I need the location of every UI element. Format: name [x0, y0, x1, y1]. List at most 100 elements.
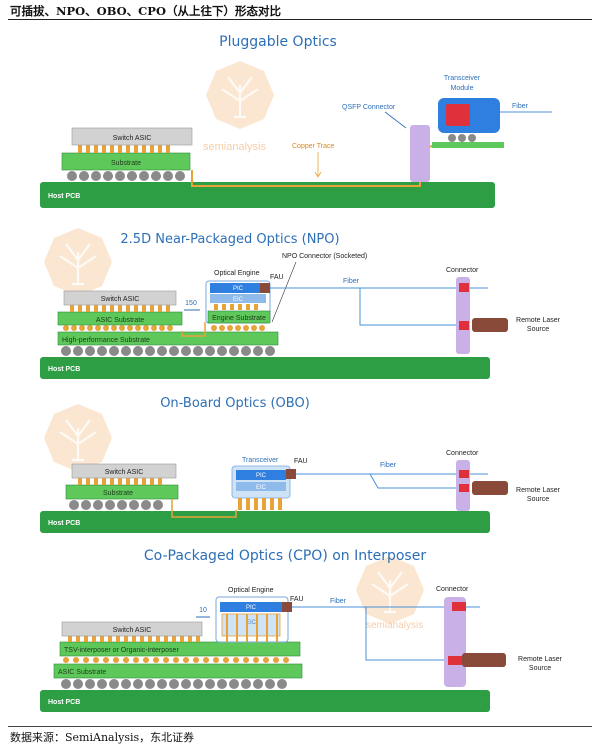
distance-label: 150	[185, 300, 197, 307]
asic-substrate-label: ASIC Substrate	[96, 317, 144, 324]
pic-label: PIC	[233, 286, 244, 292]
eic-label: EIC	[233, 297, 244, 303]
pic-label: PIC	[256, 473, 267, 479]
host-pcb-label: Host PCB	[48, 699, 80, 706]
asic-bumps	[70, 305, 170, 312]
engine-substrate	[207, 310, 271, 324]
solder-balls	[69, 500, 163, 510]
engine-bumps	[214, 304, 258, 310]
copper-trace	[181, 322, 206, 337]
transceiver-laser	[446, 104, 470, 126]
switch-asic-label: Switch ASIC	[113, 627, 152, 634]
switch-asic	[63, 290, 177, 306]
panel3-title: On-Board Optics (OBO)	[160, 396, 310, 411]
switch-asic	[71, 463, 177, 479]
eic	[236, 482, 286, 491]
switch-asic	[61, 621, 203, 637]
header-title: 可插拔、NPO、OBO、CPO（从上往下）形态对比	[10, 4, 281, 18]
panel2-title: 2.5D Near-Packaged Optics (NPO)	[120, 232, 339, 247]
solder-balls	[67, 171, 185, 181]
panel-obo: On-Board Optics (OBO) Host PCB Substrate…	[40, 396, 561, 533]
switch-asic-label: Switch ASIC	[105, 469, 144, 476]
interposer-bumps	[63, 657, 289, 663]
pic	[210, 283, 266, 293]
panel1-title: Pluggable Optics	[219, 34, 337, 50]
eic-label: EIC	[256, 485, 267, 491]
fiber-label: Fiber	[380, 462, 397, 469]
asic-bumps	[78, 478, 162, 485]
transceiver-label-line2: Module	[451, 85, 474, 92]
transceiver-label: Transceiver	[242, 457, 279, 464]
substrate-label: Substrate	[111, 160, 141, 167]
remote-laser-label-line2: Source	[529, 665, 551, 672]
connector-port-top	[452, 602, 466, 611]
header-rule	[8, 19, 592, 20]
remote-laser-source	[462, 653, 506, 667]
connector-label: Connector	[446, 267, 479, 274]
host-pcb	[40, 182, 495, 208]
eic-label: EIC	[246, 620, 257, 626]
connector-port-bottom	[459, 484, 469, 492]
substrate-bumps	[63, 325, 265, 331]
panel-cpo: semianalysis Co-Packaged Optics (CPO) on…	[40, 548, 563, 712]
distance-label: 10	[199, 607, 207, 614]
host-pcb	[40, 690, 490, 712]
watermark-text: semianalysis	[366, 620, 423, 631]
fau	[286, 469, 296, 479]
asic-bumps	[68, 636, 200, 642]
watermark-logo	[42, 402, 114, 474]
footer-rule	[8, 726, 592, 727]
tsv-pillars	[226, 614, 278, 642]
connector-port-top	[459, 283, 469, 292]
host-pcb	[40, 357, 490, 379]
pic	[236, 470, 286, 480]
fiber-label: Fiber	[512, 103, 529, 110]
fau	[282, 602, 292, 612]
remote-laser-label-line2: Source	[527, 326, 549, 333]
interposer-label: TSV-interposer or Organic-interposer	[64, 647, 179, 654]
optical-engine-outline	[215, 596, 289, 643]
fiber-to-laser	[359, 288, 462, 326]
fiber-to-laser	[365, 607, 450, 661]
fau-label: FAU	[290, 596, 304, 603]
hp-substrate-label: High-performance Substrate	[62, 337, 150, 344]
hp-substrate	[57, 331, 279, 346]
fau	[260, 283, 270, 293]
remote-laser-label-line2: Source	[527, 496, 549, 503]
panel-npo: 2.5D Near-Packaged Optics (NPO) Host PCB…	[40, 226, 561, 379]
connector-label: Connector	[436, 586, 469, 593]
copper-trace-label: Copper Trace	[292, 143, 335, 150]
optics-comparison-diagram: semianalysis Pluggable Optics Host PCB S…	[40, 34, 563, 712]
npo-connector-pointer	[271, 261, 297, 323]
module-board	[432, 142, 504, 148]
remote-laser-source	[472, 318, 508, 332]
connector-port-bottom	[459, 321, 469, 330]
remote-laser-label-line1: Remote Laser	[518, 656, 563, 663]
asic-substrate-label: ASIC Substrate	[58, 669, 106, 676]
optical-engine-label: Optical Engine	[214, 270, 260, 277]
qsfp-connector	[410, 125, 430, 182]
watermark-logo	[42, 226, 114, 298]
transceiver-bumps	[238, 498, 282, 510]
npo-connector-label: NPO Connector (Socketed)	[282, 253, 367, 260]
fiber-to-laser	[369, 473, 462, 489]
remote-laser-source	[472, 481, 508, 495]
pic-label: PIC	[246, 605, 257, 611]
qsfp-pointer	[384, 111, 407, 129]
connector	[456, 277, 470, 354]
fau-label: FAU	[270, 274, 284, 281]
engine-substrate-label: Engine Substrate	[212, 315, 266, 322]
watermark-text: semianalysis	[203, 141, 266, 153]
qsfp-connector-label: QSFP Connector	[342, 104, 396, 111]
substrate-label: Substrate	[103, 490, 133, 497]
fau-label: FAU	[294, 458, 308, 465]
switch-asic-label: Switch ASIC	[101, 296, 140, 303]
host-pcb-label: Host PCB	[48, 193, 80, 200]
connector-label: Connector	[446, 450, 479, 457]
solder-balls	[61, 346, 275, 356]
panel-pluggable: semianalysis Pluggable Optics Host PCB S…	[40, 34, 552, 208]
copper-trace	[171, 499, 237, 518]
fiber-label: Fiber	[330, 598, 347, 605]
micro-bumps	[78, 145, 170, 153]
fiber-label: Fiber	[343, 278, 360, 285]
